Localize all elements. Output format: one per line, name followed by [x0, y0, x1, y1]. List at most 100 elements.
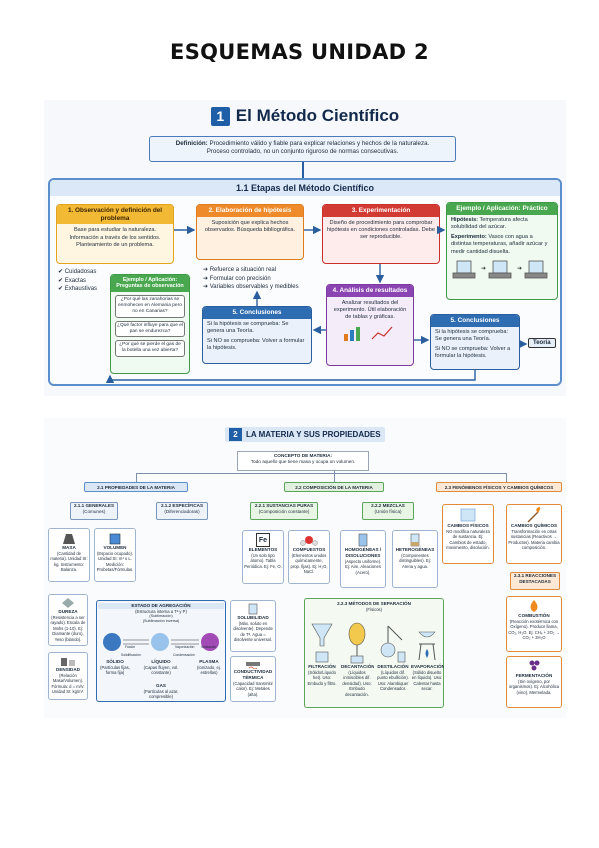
connector: [506, 473, 507, 482]
evaporating-dish-icon: [418, 631, 436, 661]
cat-fenomenos: 2.3 FENÓMENOS FÍSICOS Y CAMBIOS QUÍMICOS: [436, 482, 562, 492]
card-conductividad: CONDUCTIVIDAD TÉRMICA(Capacidad transmit…: [230, 656, 276, 702]
card-fermentacion: FERMENTACIÓN(Sin oxígeno, por organismos…: [506, 656, 562, 708]
teoria-badge: Teoría: [528, 338, 556, 348]
generales-header: 2.1.1 GENERALES(Comunes): [70, 502, 118, 520]
step-hipotesis: 2. Elaboración de hipótesis Suposición q…: [196, 204, 304, 260]
practice-hypothesis: Hipótesis: Temperatura afecta solubilida…: [451, 216, 528, 230]
hypothesis-item: ➔ Refuerce a situación real: [203, 267, 277, 273]
flask-icon: [358, 533, 368, 547]
card-estado-agregacion: ESTADO DE AGREGACIÓN (Estructura interna…: [96, 600, 226, 702]
svg-text:➔: ➔: [517, 266, 522, 272]
vaporizacion-label: Vaporización: [175, 645, 195, 649]
ionizacion-label: Ionización: [201, 645, 217, 649]
beaker-icon: [248, 603, 258, 615]
hypothesis-item: ➔ Formular con precisión: [203, 275, 271, 282]
step-hipotesis-body: Suposición que explica hechos observados…: [204, 219, 296, 233]
definition-text-2: Proceso controlado, no un conjunto rigur…: [206, 148, 399, 156]
example-question: ¿Por qué se pierde el gas de la botella …: [115, 340, 185, 357]
card-dureza: DUREZA(Resistencia a ser rayado). Escala…: [48, 594, 88, 646]
conclusions-right-title: 5. Conclusiones: [431, 315, 519, 327]
step-analisis-title: 4. Análisis de resultados: [327, 285, 413, 297]
estado-sublimacion: (Sublimación): [149, 614, 173, 619]
section-materia: 2 LA MATERIA Y SUS PROPIEDADES CONCEPTO D…: [44, 418, 566, 718]
condensacion-label: Condensación: [173, 653, 195, 657]
card-heterogeneas: HETEROGÉNEAS(Componentes distinguibles).…: [392, 530, 438, 588]
section1-title: El Método Científico: [235, 106, 400, 125]
section2-number: 2: [229, 428, 242, 442]
separacion-title: 2.2.3 MÉTODOS DE SEPARACIÓN: [337, 601, 411, 606]
step-observacion-title: 1. Observación y definición del problema: [57, 205, 173, 225]
example-questions: Ejemplo / Aplicación: Preguntas de obser…: [110, 274, 190, 374]
conclusions-right-l1: Si la hipótesis se comprueba: Se genera …: [435, 328, 509, 342]
card-combustion: COMBUSTIÓN(Reacción exotérmica con Oxíge…: [506, 596, 562, 652]
card-separacion: 2.2.3 MÉTODOS DE SEPARACIÓN (Físicos): [304, 598, 444, 708]
page-title: ESQUEMAS UNIDAD 2: [170, 40, 429, 64]
card-compuestos: COMPUESTOS(Elementos unidos químicamente…: [288, 530, 330, 584]
section2-title: LA MATERIA Y SUS PROPIEDADES: [246, 430, 381, 439]
conclusions-left: 5. Conclusiones Si la hipótesis se compr…: [202, 306, 312, 364]
concept-text: Todo aquello que tiene masa y ocupa un v…: [250, 459, 356, 465]
plasma-label: PLASMA(Ionizado, ej. estrellas): [197, 659, 221, 676]
card-densidad: DENSIDAD(Relación Masa/Volumen). Fórmula…: [48, 652, 88, 700]
funnel-icon: [311, 623, 333, 663]
connector: [136, 473, 137, 482]
definition-text: Procedimiento válido y fiable para expli…: [209, 140, 430, 147]
solido-label: SÓLIDO(Partículas fijas, forma fija): [100, 659, 130, 676]
fusion-label: Fusión: [125, 645, 136, 649]
conclusions-left-l2: Si NO se comprueba: Volver a formular la…: [207, 338, 305, 352]
separatory-funnel-icon: [348, 622, 366, 664]
distillation-icon: [380, 625, 406, 663]
section1-number: 1: [210, 107, 230, 126]
step-observacion: 1. Observación y definición del problema…: [56, 204, 174, 264]
etapas-panel: 1.1 Etapas del Método Científico 1. Obse…: [48, 178, 562, 386]
example-practice: Ejemplo / Aplicación: Práctico Hipótesis…: [446, 202, 558, 300]
step-hipotesis-title: 2. Elaboración de hipótesis: [197, 205, 303, 217]
sustancias-header: 2.2.1 SUSTANCIAS PURAS(Composición const…: [250, 502, 318, 520]
connector: [136, 473, 506, 474]
card-masa: MASA(Cantidad de materia). Unidad SI: kg…: [48, 528, 90, 582]
cube-icon: [109, 533, 121, 545]
practice-title: Ejemplo / Aplicación: Práctico: [447, 203, 557, 215]
card-destilacion: DESTILACIÓN(Líquidos dif. punto ebullici…: [376, 618, 410, 706]
reacciones-header: 2.3.1 REACCIONES DESTACADAS: [510, 572, 560, 590]
conclusions-right-l2: Si NO se comprueba: Volver a formular la…: [435, 346, 511, 360]
card-decantacion: DECANTACIÓN(Líquidos inmiscibles dif. de…: [340, 618, 374, 706]
match-icon: [527, 507, 541, 523]
concept-box: CONCEPTO DE MATERIA: Todo aquello que ti…: [237, 451, 369, 471]
mezclas-header: 2.2.2 MEZCLAS(Unión física): [362, 502, 414, 520]
step-observacion-body: Base para estudiar la naturaleza. Inform…: [69, 227, 161, 248]
diamond-icon: [62, 598, 74, 608]
card-solubilidad: SOLUBILIDAD(Máx. soluto en disolvente). …: [230, 600, 276, 652]
card-volumen: VOLUMEN(Espacio ocupado). Unidad SI: m³ …: [94, 528, 136, 582]
weight-icon: [63, 534, 75, 544]
liquido-label: LÍQUIDO(Capas fluyen, vol. constante): [143, 659, 179, 676]
grapes-icon: [529, 660, 540, 671]
solidificacion-label: Solidificación: [121, 653, 141, 657]
molecule-icon: [300, 536, 318, 546]
states-diagram: [103, 633, 219, 652]
card-evaporacion: EVAPORACIÓN(Sólido disuelto en líquido).…: [410, 618, 444, 706]
check-item: ✔ Cuidadosas: [58, 269, 97, 275]
etapas-title: 1.1 Etapas del Método Científico: [50, 180, 560, 196]
gas-label: GAS(Partículas al azar, compresible): [143, 683, 179, 700]
check-item: ✔ Exhaustivas: [58, 286, 98, 293]
especificas-header: 2.1.2 ESPECÍFICAS(Diferenciadoras): [156, 502, 208, 520]
hypothesis-item: ➔ Variables observables y medibles: [203, 284, 299, 291]
flask-icon: [410, 533, 420, 547]
connector: [334, 471, 335, 482]
conclusions-left-l1: Si la hipótesis se comprueba: Se genera …: [207, 320, 289, 334]
checks-list: ✔ Cuidadosas ✔ Exactas ✔ Exhaustivas: [58, 268, 97, 294]
step-experimentacion-body: Diseño de procedimiento para comprobar h…: [327, 219, 435, 241]
conclusions-right: 5. Conclusiones Si la hipótesis se compr…: [430, 314, 520, 370]
ice-cube-icon: [460, 508, 476, 522]
estado-sublimacion-inversa: (Sublimación inversa): [142, 619, 180, 624]
hypothesis-list: ➔ Refuerce a situación real ➔ Formular c…: [203, 266, 299, 292]
step-experimentacion: 3. Experimentación Diseño de procedimien…: [322, 204, 440, 264]
section2-heading: 2 LA MATERIA Y SUS PROPIEDADES: [225, 427, 385, 442]
chart-icon: [344, 327, 393, 342]
flow-arrows: [105, 225, 528, 383]
